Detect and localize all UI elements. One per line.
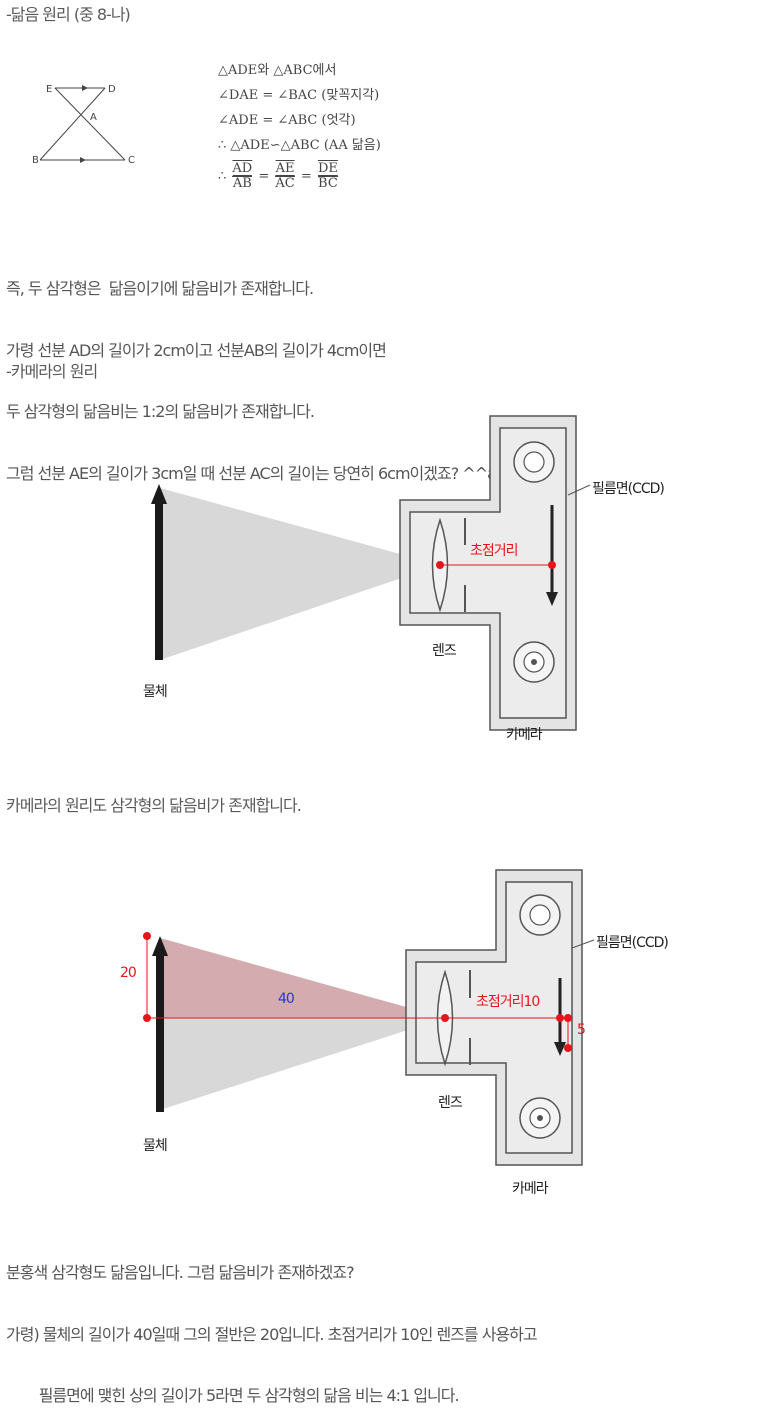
film-plane-label: 필름면(CCD) [596,935,669,951]
paragraph-line: 가령 선분 AD의 길이가 2cm이고 선분AB의 길이가 4cm이면 [6,340,387,360]
similarity-explanation: 즉, 두 삼각형은 닮음이기에 닮음비가 존재합니다. 가령 선분 AD의 길이… [6,238,497,505]
proof-line: ∴ △ADE∽△ABC (AA 닮음) [218,138,381,153]
object-height-label: 20 [120,965,137,981]
image-height-label: 5 [577,1022,586,1038]
focal-length-label: 초점거리 [470,543,519,559]
camera-label: 카메라 [506,727,543,743]
therefore-symbol: ∴ [218,169,227,184]
point-a-label: A [90,112,97,123]
section-heading-similarity: -닮음 원리 (중 8-나) [6,5,131,24]
point-b-label: B [32,155,39,166]
equals-sign: = [258,169,270,184]
proof-line: △ADE와 △ABC에서 [218,63,337,78]
proof-line: ∠ADE = ∠ABC (엇각) [218,113,356,128]
paragraph-line: 분홍색 삼각형도 닮음입니다. 그럼 닮음비가 존재하겠죠? [6,1263,355,1282]
lens-label: 렌즈 [432,643,457,659]
camera-label: 카메라 [512,1181,549,1197]
paragraph-line: 즉, 두 삼각형은 닮음이기에 닮음비가 존재합니다. [6,279,314,298]
similar-triangles-figure: E D A B C [32,84,135,166]
point-e-label: E [46,84,52,95]
equals-sign: = [300,169,312,184]
camera-caption: 카메라의 원리도 삼각형의 닮음비가 존재합니다. [6,796,302,815]
object-distance-label: 40 [278,991,295,1007]
object-label: 물체 [143,1138,168,1154]
lens-label: 렌즈 [438,1095,463,1111]
paragraph-line: 그럼 선분 AE의 길이가 3cm일 때 선분 AC의 길이는 당연히 6cm이… [6,463,497,483]
paragraph-line: 필름면에 맺힌 상의 길이가 5라면 두 삼각형의 닮음 비는 4:1 입니다. [6,1386,460,1405]
point-d-label: D [108,84,116,95]
film-plane-label: 필름면(CCD) [592,481,665,497]
paragraph-line: 가령) 물체의 길이가 40일때 그의 절반은 20입니다. 초점거리가 10인… [6,1324,538,1344]
object-label: 물체 [143,684,168,700]
camera-diagram-measured [143,869,595,1166]
camera-explanation: 분홍색 삼각형도 닮음입니다. 그럼 닮음비가 존재하겠죠? 가령) 물체의 길… [6,1222,538,1427]
camera-diagram-basic [151,415,591,731]
proof-line: ∠DAE = ∠BAC (맞꼭지각) [218,88,380,103]
point-c-label: C [128,155,135,166]
paragraph-line: 두 삼각형의 닮음비는 1:2의 닮음비가 존재합니다. [6,402,315,421]
proof-block: △ADE와 △ABC에서 ∠DAE = ∠BAC (맞꼭지각) ∠ADE = ∠… [218,58,381,191]
focal-length-label: 초점거리10 [476,994,540,1010]
section-heading-camera: -카메라의 원리 [6,362,98,381]
